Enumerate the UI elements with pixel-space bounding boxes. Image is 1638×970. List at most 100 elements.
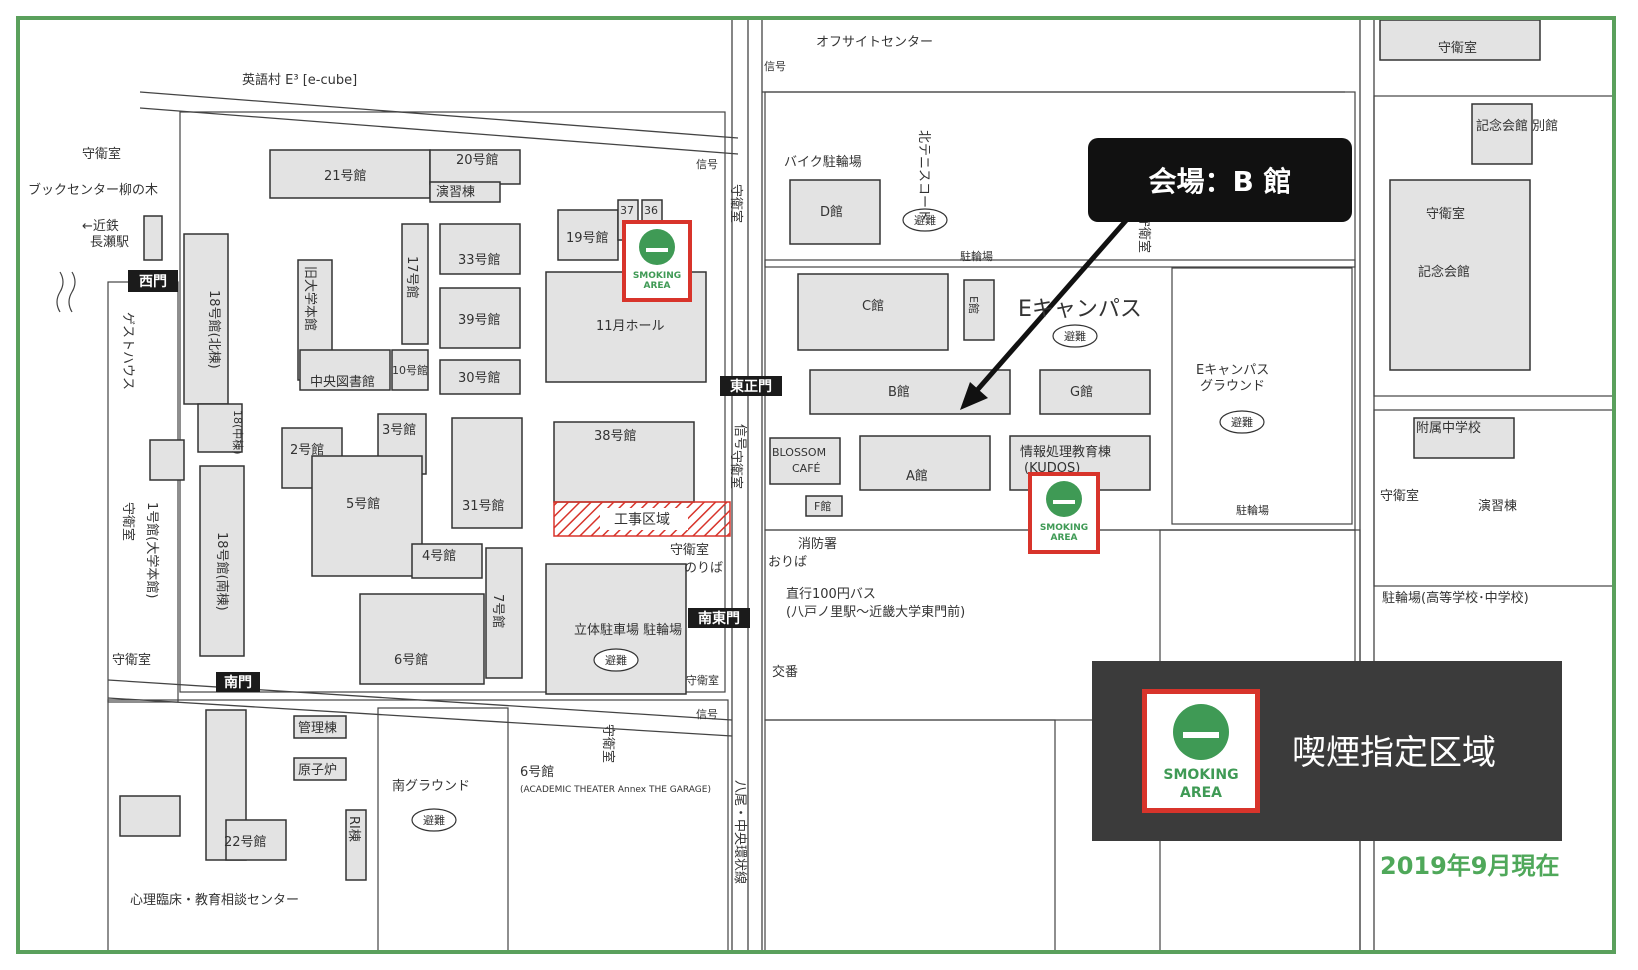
label-b22: 22号館 [224,835,267,850]
label-b19: 19号館 [566,231,609,246]
label-parking-1: 駐輪場 [960,249,993,263]
building-d [789,179,881,245]
label-north-tennis: 北テニスコート [916,130,931,221]
buildings [119,20,1541,881]
label-old-main: 旧大学本館 [302,266,318,331]
gate-west: 西門 [128,270,178,292]
label-b37: 37 [620,204,634,217]
label-b31: 31号館 [462,499,505,514]
label-clinic: 心理臨床・教育相談センター [130,892,299,908]
label-getting-on: のりば [684,561,723,576]
venue-callout-label: 会場：B 館 [1148,165,1292,198]
building-38 [553,421,695,503]
map-labels: オフサイトセンター 信号 信号 信号 英語村 E³ [e-cube] 守衛室 ブ… [28,35,1558,908]
label-reactor: 原子炉 [298,763,337,778]
label-a-kan: A館 [906,469,928,484]
building-18-mid [197,403,243,453]
label-c-kan: C館 [862,299,884,314]
label-guard-room-5: 守衛室 [670,542,709,558]
building-memorial-annex [1471,103,1533,165]
label-e-ground-1: Eキャンパス [1196,363,1269,378]
label-enshu: 演習棟 [436,184,475,200]
building-4 [411,543,483,579]
label-guard-room-3: 守衛室 [1438,40,1477,56]
label-kudos-1: 情報処理教育棟 [1020,444,1111,460]
label-signal-1: 信号 [764,60,786,73]
label-b7: 7号館 [490,594,505,628]
building-22-base [225,819,287,861]
building-e [963,279,995,341]
label-guard-room-11: 守衛室 [120,502,136,541]
label-b5: 5号館 [346,497,380,512]
building-jhs [1413,417,1515,459]
label-signal-3: 信号 [696,708,718,721]
svg-text:避難: 避難 [1231,415,1253,429]
label-d-kan: D館 [820,205,843,220]
building-30 [439,359,521,395]
label-b18n: 18号館(北棟) [206,290,221,369]
gate-south: 南門 [216,672,260,692]
building-20 [429,149,521,185]
svg-text:南門: 南門 [224,674,252,691]
label-guard-room-8: 守衛室 [728,450,744,489]
label-guard-room-10: 守衛室 [1136,214,1152,253]
label-practice: 演習棟 [1478,498,1517,514]
smoking-area-badge-north: SMOKING AREA [622,220,692,302]
label-bike-parking: バイク駐輪場 [784,154,862,170]
svg-text:東正門: 東正門 [730,378,772,395]
smoking-area-badge-east: SMOKING AREA [1028,472,1100,554]
label-getting-off: おりば [768,555,807,570]
svg-text:南東門: 南東門 [698,610,740,627]
label-parking-3d: 立体駐車場 駐輪場 [574,622,682,638]
label-b10: 10号館 [392,363,428,377]
label-b11: 11月ホール [596,319,665,334]
building-guest-house [149,439,185,481]
building-book-center [143,215,163,261]
label-parking-2: 駐輪場 [1236,503,1269,517]
label-guard-room-1: 守衛室 [82,146,121,162]
construction-zone [553,501,731,537]
building-18-south [199,465,245,657]
label-g-kan: G館 [1070,385,1093,400]
label-guard-room-9: 守衛室 [600,724,616,763]
label-b4: 4号館 [422,549,456,564]
map-frame: 西門 東正門 南東門 南門 避難 避難 避難 避難 避難 オフサイトセンター 信… [16,16,1616,954]
label-koban: 交番 [772,664,798,680]
label-south-ground: 南グラウンド [392,778,470,794]
smoking-legend: SMOKING AREA 喫煙指定区域 [1092,661,1562,841]
label-memorial: 記念会館 [1418,264,1470,280]
label-offsite-center: オフサイトセンター [816,35,933,50]
label-guard-room-6: 守衛室 [686,673,719,687]
building-f [805,495,843,517]
label-guard-room-7: 守衛室 [728,184,744,223]
label-b18s: 18号館(南棟) [214,532,230,611]
label-b39: 39号館 [458,313,501,328]
label-admin: 管理棟 [298,721,337,736]
label-guest-house: ゲストハウス [120,312,135,390]
label-jhs: 附属中学校 [1416,420,1481,436]
building-19 [557,209,619,261]
label-f-kan: F館 [814,499,831,513]
label-yao-road: 八尾・中央環状線 [732,780,748,884]
label-guard-room-4: 守衛室 [1380,488,1419,504]
building-18-north [183,233,229,405]
label-signal-2: 信号 [696,158,718,171]
building-10 [391,349,429,391]
smoking-area-icon: SMOKING AREA [1142,689,1260,813]
label-b3: 3号館 [382,423,416,438]
building-17 [401,223,429,345]
building-39 [439,287,521,349]
label-memorial-annex: 記念会館 別館 [1476,118,1558,134]
label-b21: 21号館 [324,169,367,184]
label-b30: 30号館 [458,371,501,386]
building-memorial [1389,179,1531,371]
gate-south-east: 南東門 [688,608,750,628]
label-blossom-1: BLOSSOM [772,446,826,459]
label-library: 中央図書館 [310,375,375,390]
label-kintetsu: ←近鉄 [82,219,119,234]
building-ri [345,809,367,881]
venue-callout: 会場：B 館 [1088,138,1352,222]
building-c [797,273,949,351]
label-e-cube: 英語村 E³ [e-cube] [242,72,357,88]
label-b17: 17号館 [404,256,419,299]
